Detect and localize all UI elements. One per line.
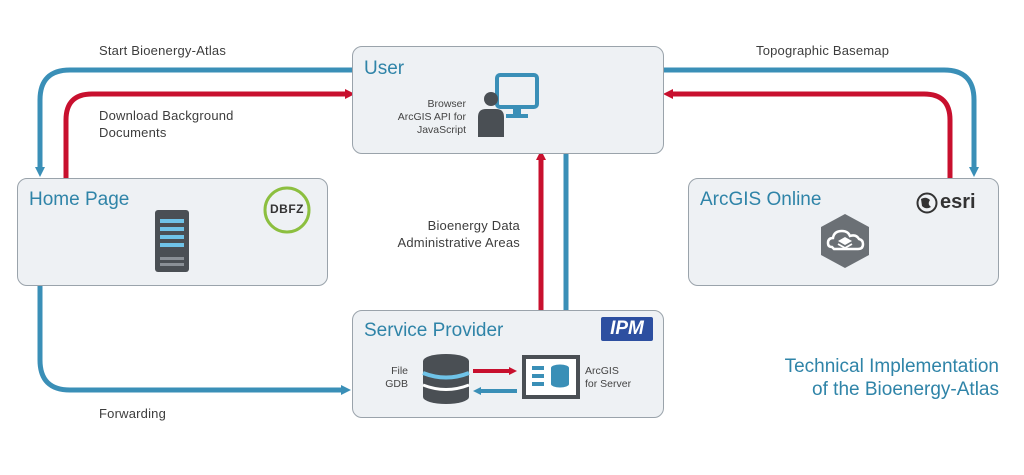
service-provider-box: Service Provider IPM File GDB ArcGIS for… <box>352 310 664 418</box>
label-download-documents: Download Background Documents <box>99 108 234 140</box>
user-box: User Browser ArcGIS API for JavaScript <box>352 46 664 154</box>
ipm-logo: IPM <box>601 317 653 341</box>
home-page-box: Home Page DBFZ <box>17 178 328 286</box>
service-provider-title: Service Provider <box>364 320 504 341</box>
user-title: User <box>364 58 405 79</box>
esri-logo: esri <box>916 191 992 215</box>
arcgis-server-label: ArcGIS for Server <box>585 365 632 390</box>
label-start-atlas: Start Bioenergy-Atlas <box>99 43 227 58</box>
arrow-start-atlas <box>35 67 352 177</box>
arrow-download <box>63 89 355 178</box>
globe-icon <box>916 192 938 214</box>
server-icon <box>155 210 189 272</box>
cloud-layers-icon <box>821 214 869 268</box>
diagram-caption: Technical Implementation of the Bioenerg… <box>784 356 999 400</box>
arcgis-online-title: ArcGIS Online <box>700 189 822 210</box>
arrow-topographic-response <box>663 89 953 178</box>
user-browser-label: Browser ArcGIS API for JavaScript <box>397 98 466 136</box>
gdb-to-server-arrows <box>473 367 517 395</box>
database-icon <box>422 354 470 404</box>
label-forwarding: Forwarding <box>99 406 167 421</box>
label-topographic-basemap: Topographic Basemap <box>756 43 890 58</box>
arrow-topographic-request <box>664 67 979 177</box>
arrow-forwarding <box>37 286 351 395</box>
dbfz-logo: DBFZ <box>262 185 312 235</box>
file-gdb-label: File GDB <box>385 365 408 390</box>
arcgis-online-box: ArcGIS Online esri <box>688 178 999 286</box>
user-computer-icon <box>478 73 539 137</box>
label-bioenergy-data: Bioenergy Data Administrative Areas <box>397 218 520 250</box>
arcgis-server-icon <box>522 355 580 399</box>
home-page-title: Home Page <box>29 189 130 210</box>
